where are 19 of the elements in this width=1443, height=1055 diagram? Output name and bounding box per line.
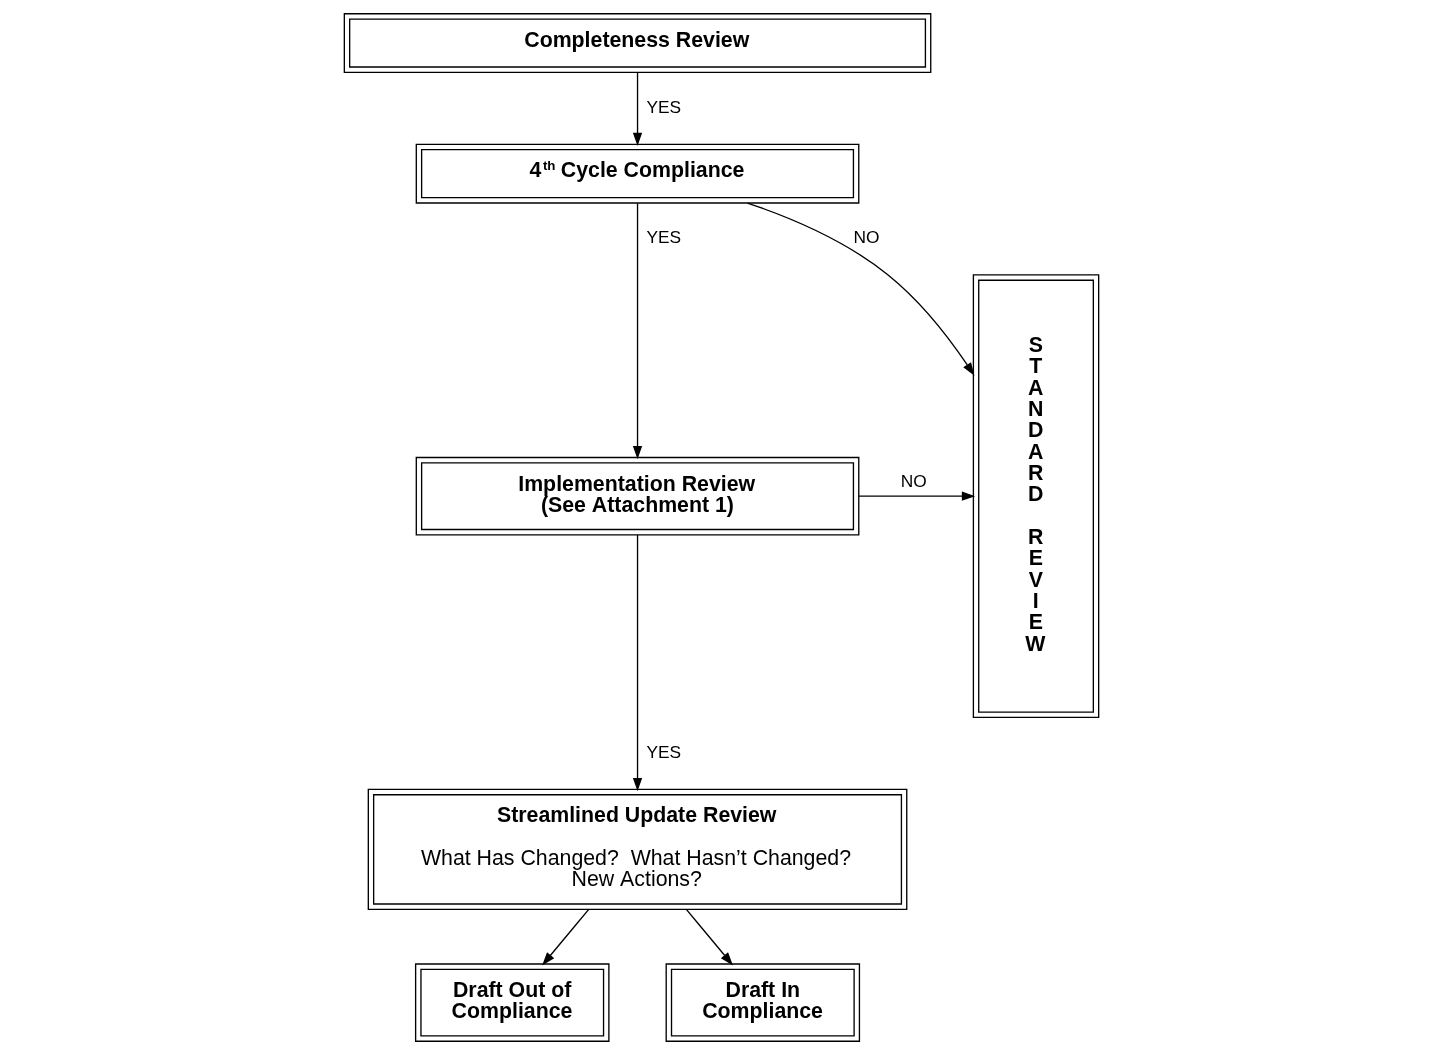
arrow [632,202,643,460]
arrow [632,534,643,792]
arrow [858,491,976,501]
edge-label: YES [646,227,682,248]
arrow [746,202,975,376]
node-box: 4$^{th}$ Cycle Compliance [415,143,860,204]
arrow [632,72,643,146]
arrow [685,908,733,966]
node-box: Draft Out of Compliance [414,963,610,1042]
edge-label: YES [646,96,682,117]
node-box: Draft In Compliance [665,963,861,1042]
edge-label: NO [900,471,927,492]
node-box: Implementation Review (See Attachment 1) [415,456,860,536]
node-box: Completeness Review [343,13,932,74]
edge-label: NO [853,227,880,248]
node-box: STANDARD REVIEW [972,274,1100,719]
edge-label: YES [646,741,682,762]
arrow [542,908,590,966]
node-box: Streamlined Update Review What Has Changed? What Hasn’t Changed? New Actions? [367,788,908,910]
